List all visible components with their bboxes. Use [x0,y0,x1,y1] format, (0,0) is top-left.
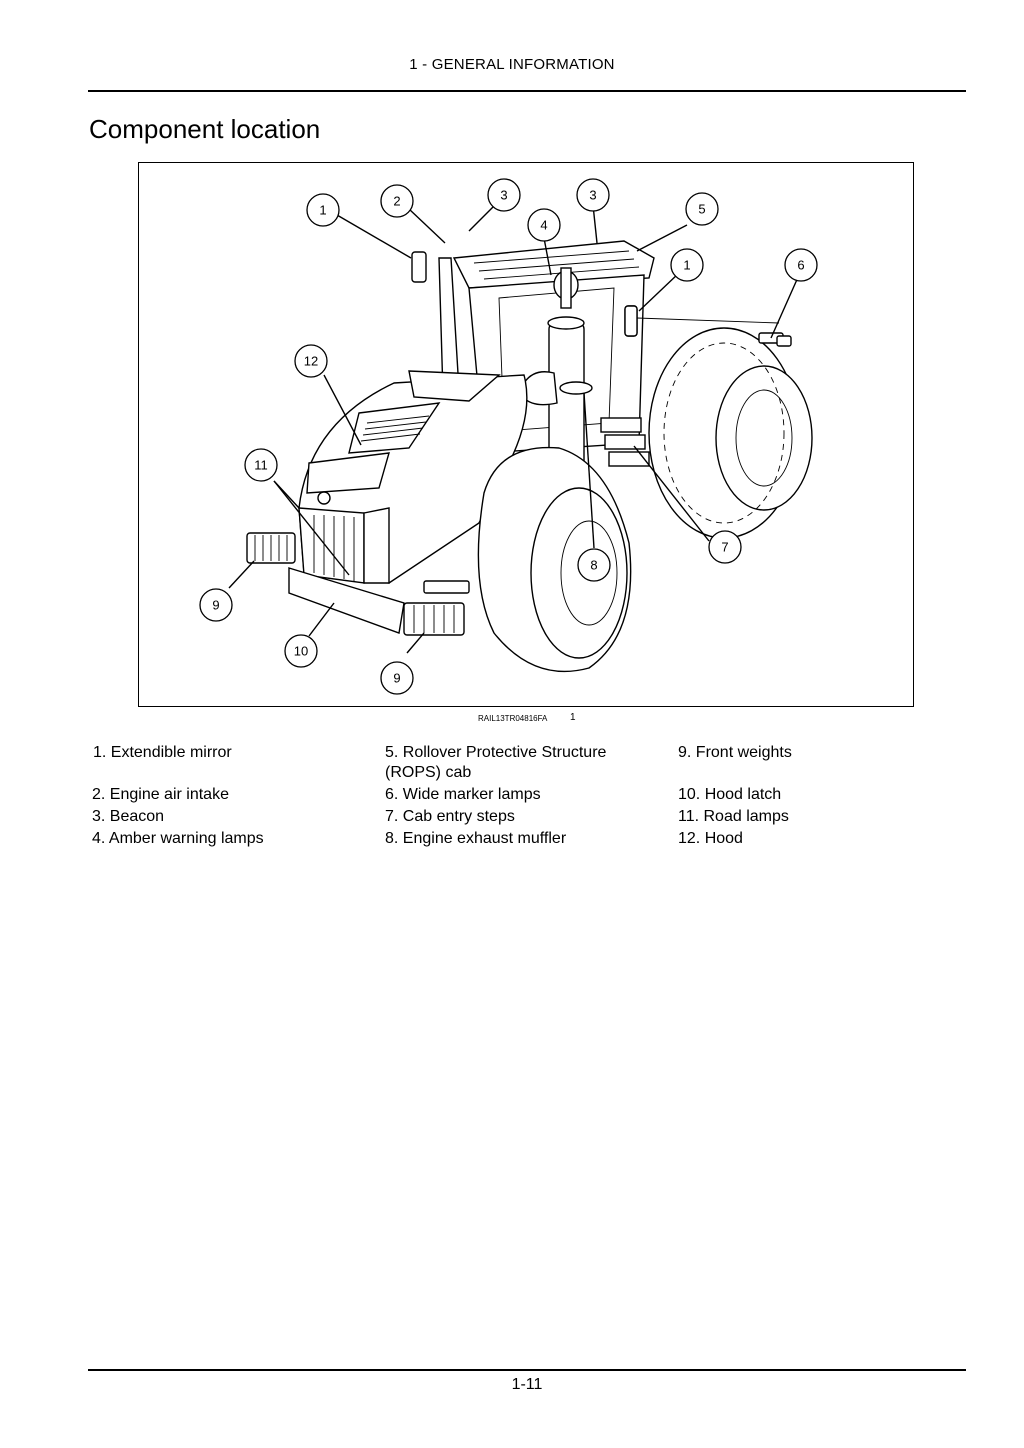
svg-text:8: 8 [590,558,597,573]
mirrors [411,251,792,347]
legend-item: 7. Cab entry steps [385,808,515,825]
callout-9a: 9 [199,588,233,622]
legend-item: 6. Wide marker lamps [385,786,541,803]
legend-item: 4. Amber warning lamps [92,830,264,847]
svg-text:4: 4 [540,218,547,233]
callout-5: 5 [685,192,719,226]
callout-7: 7 [708,530,742,564]
rear-wheels [648,327,813,539]
tractor-illustration: 1 2 3 4 3 5 1 6 12 11 7 8 9 10 9 [199,178,818,695]
svg-text:6: 6 [797,258,804,273]
legend-item: 11. Road lamps [678,808,789,825]
legend-item: 3. Beacon [92,808,165,825]
header-rule [88,90,966,92]
front-wheels [477,446,632,673]
svg-text:10: 10 [294,644,308,659]
legend-item: 5. Rollover Protective Structure (ROPS) … [385,744,607,781]
callout-3a: 3 [487,178,521,212]
figure-number: 1 [570,712,576,723]
callout-2: 2 [380,184,414,218]
svg-text:5: 5 [698,202,705,217]
callout-1a: 1 [306,193,340,227]
callout-9b: 9 [380,661,414,695]
legend-item: 12. Hood [678,830,743,847]
legend-item: 9. Front weights [678,744,792,761]
svg-text:9: 9 [212,598,219,613]
callout-8: 8 [577,548,611,582]
svg-text:7: 7 [721,540,728,555]
legend-item: 8. Engine exhaust muffler [385,830,567,847]
svg-text:9: 9 [393,671,400,686]
callout-6: 6 [784,248,818,282]
legend-item: 2. Engine air intake [92,786,229,803]
svg-text:3: 3 [589,188,596,203]
legend-item: 1. Extendible mirror [93,744,232,761]
page-number: 1-11 [511,1376,543,1393]
leader-lines [228,204,800,654]
callout-11: 11 [244,448,278,482]
svg-text:11: 11 [254,458,268,473]
callout-3b: 3 [576,178,610,212]
hood [298,370,528,584]
page-header: 1 - GENERAL INFORMATION [409,56,615,73]
svg-text:1: 1 [319,203,326,218]
exhaust-muffler [523,267,593,474]
figure-reference: RAIL13TR04816FA [478,714,548,723]
cab-entry-steps [600,417,650,467]
callout-4: 4 [527,208,561,242]
legend-item: 10. Hood latch [678,786,782,803]
svg-text:2: 2 [393,194,400,209]
callout-1b: 1 [670,248,704,282]
callout-10: 10 [284,634,318,668]
figure-frame: 1 2 3 4 3 5 1 6 12 11 7 8 9 10 9 [138,162,914,707]
callout-12: 12 [294,344,328,378]
svg-text:12: 12 [304,354,318,369]
front-weights [246,532,470,636]
svg-text:3: 3 [500,188,507,203]
section-title: Component location [89,114,321,144]
footer-rule [88,1369,966,1371]
svg-text:1: 1 [683,258,690,273]
